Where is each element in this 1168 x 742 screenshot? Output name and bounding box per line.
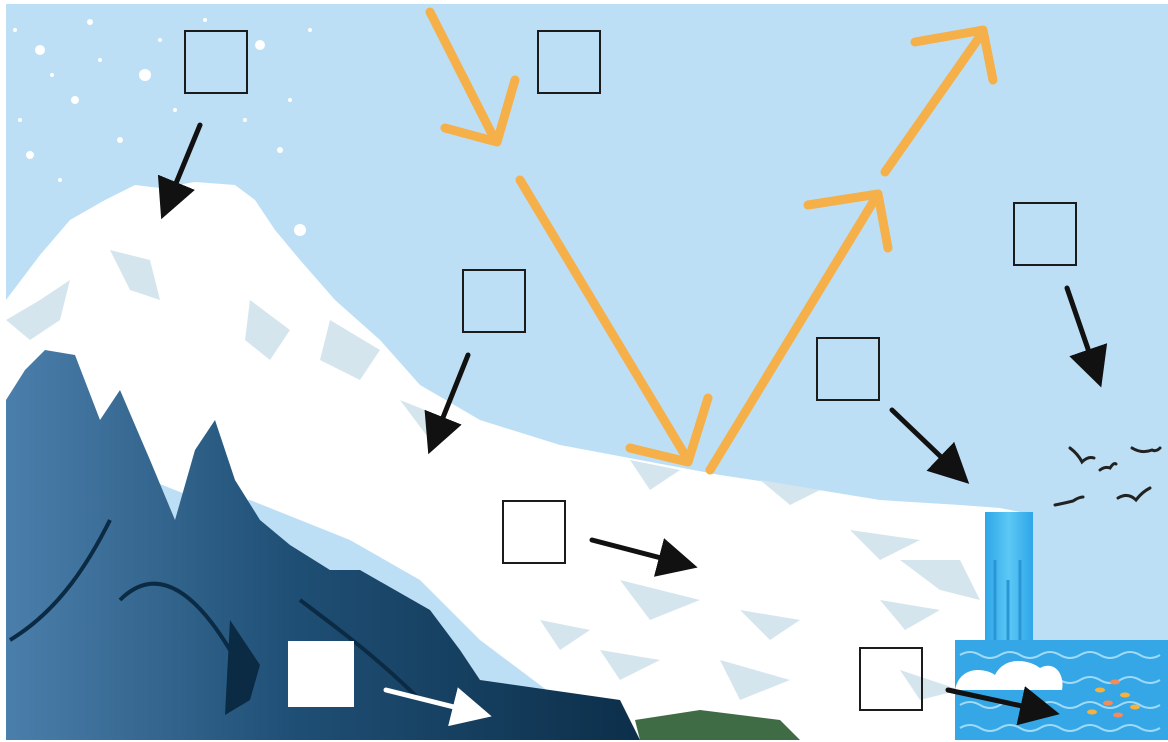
label-box-snowfall[interactable] (184, 30, 248, 94)
label-box-glacier-flow[interactable] (502, 500, 566, 564)
label-box-calving[interactable] (816, 337, 880, 401)
label-box-meltwater[interactable] (859, 647, 923, 711)
label-box-sublimation[interactable] (1013, 202, 1077, 266)
label-box-bedrock[interactable] (288, 641, 354, 707)
label-box-accumulation-zone[interactable] (462, 269, 526, 333)
label-box-incoming-sunlight[interactable] (537, 30, 601, 94)
